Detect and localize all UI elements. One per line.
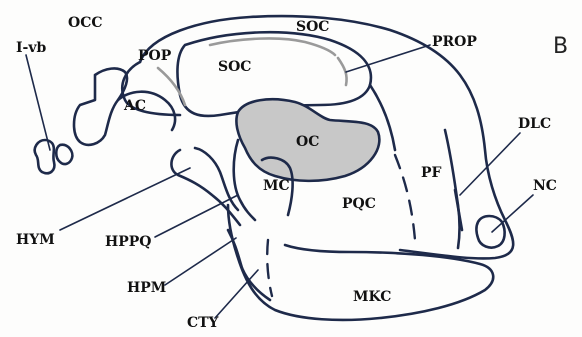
ivb-shape-1	[35, 140, 55, 173]
prop-grey-line	[338, 58, 347, 85]
hpm-outline	[228, 230, 242, 268]
nc-outline	[477, 216, 505, 248]
hym-outline-2	[195, 148, 238, 210]
soc-grey-line	[210, 38, 335, 55]
hym-outline	[171, 150, 240, 225]
label-mkc: MKC	[353, 289, 391, 305]
ivb-leader	[26, 55, 50, 150]
label-nc: NC	[533, 178, 557, 194]
label-pqc: PQC	[342, 196, 376, 212]
label-soc-top: SOC	[296, 19, 329, 35]
label-ivb: I-vb	[16, 40, 46, 56]
label-hpm: HPM	[127, 280, 166, 296]
label-dlc: DLC	[518, 116, 551, 132]
label-ac: AC	[123, 98, 146, 114]
hym-leader	[60, 168, 190, 230]
label-pf: PF	[421, 165, 442, 181]
hppq-leader	[155, 195, 238, 237]
label-oc: OC	[296, 134, 319, 150]
panel-letter: B	[553, 34, 568, 59]
label-hppq: HPPQ	[105, 234, 151, 250]
label-soc-mid: SOC	[218, 59, 251, 75]
hpm-leader	[165, 238, 236, 285]
label-mc: MC	[263, 178, 290, 194]
pqc-dashed-boundary	[395, 155, 415, 240]
pf-outline	[445, 130, 460, 248]
pqc-dashed-boundary-2	[267, 240, 272, 296]
label-pop: POP	[138, 48, 172, 64]
occ-outline	[74, 68, 127, 144]
ivb-shape-2	[56, 145, 72, 164]
cty-leader	[215, 270, 258, 318]
label-prop: PROP	[432, 34, 477, 50]
dlc-leader	[460, 133, 520, 195]
nc-leader	[492, 195, 533, 232]
label-occ: OCC	[68, 15, 102, 31]
label-cty: CTY	[187, 315, 220, 331]
prop-leader	[346, 45, 430, 72]
label-hym: HYM	[16, 232, 55, 248]
